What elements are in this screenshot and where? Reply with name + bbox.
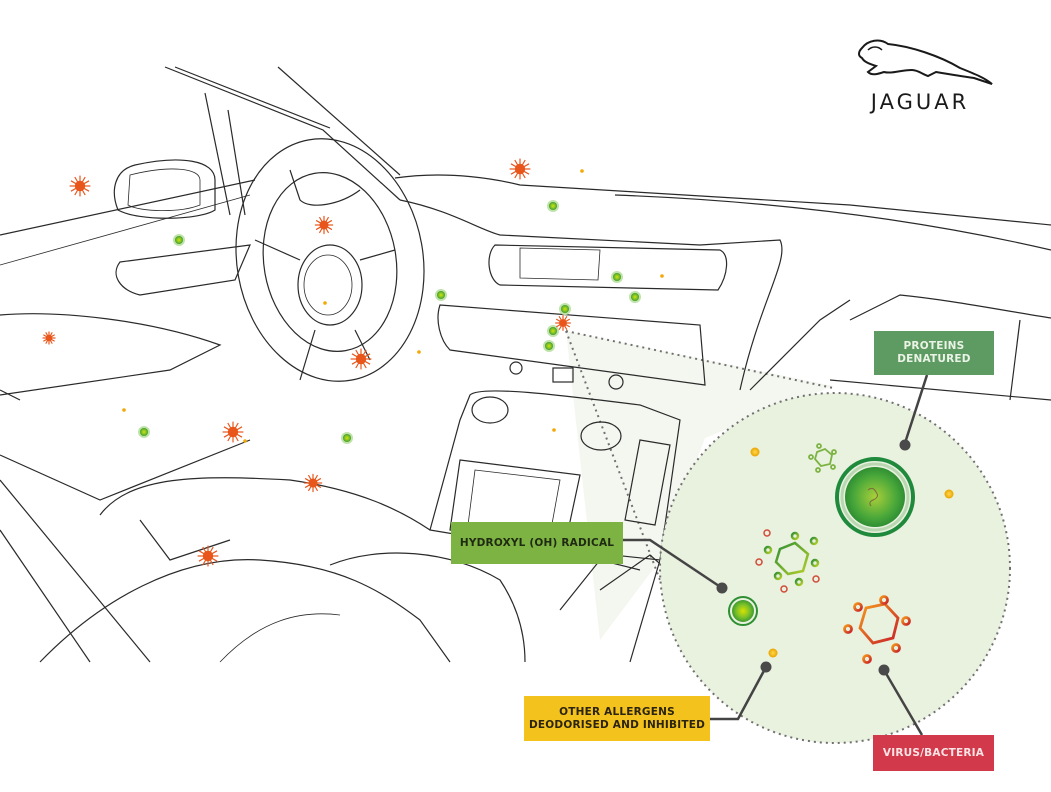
callout-hydroxyl-radical: HYDROXYL (OH) RADICAL xyxy=(451,522,623,564)
virus-star-particle xyxy=(350,348,372,370)
magnified-view-circle xyxy=(659,392,1011,744)
hydroxyl-particle xyxy=(611,271,623,283)
callout-connectors xyxy=(623,374,929,736)
scattered-allergen-particles xyxy=(122,169,664,443)
allergen-particles xyxy=(750,447,954,658)
callout-virus-bacteria: VIRUS/BACTERIA xyxy=(873,735,994,771)
allergen-dot xyxy=(660,274,664,278)
hydroxyl-particle xyxy=(341,432,353,444)
virus-star-particle xyxy=(314,215,334,235)
callout-virus-text: VIRUS/BACTERIA xyxy=(882,746,985,759)
jaguar-logo: JAGUAR xyxy=(840,36,1010,116)
brand-wordmark: JAGUAR xyxy=(870,90,970,114)
virus-star-particle xyxy=(197,545,219,567)
virus-star-particle xyxy=(42,331,56,345)
callout-proteins-denatured: PROTEINS DENATURED xyxy=(874,331,994,375)
callout-hydroxyl-text: HYDROXYL (OH) RADICAL xyxy=(459,536,615,549)
hydroxyl-particle xyxy=(138,426,150,438)
allergen-dot xyxy=(243,439,247,443)
allergen-dot xyxy=(323,301,327,305)
scattered-virus-particles xyxy=(42,158,571,567)
callout-allergens-line1: OTHER ALLERGENS xyxy=(559,705,675,718)
allergen-dot xyxy=(122,408,126,412)
denatured-protein-cell xyxy=(835,457,915,537)
virus-mixed-green-red xyxy=(763,531,820,587)
virus-large-red xyxy=(843,595,911,664)
leaping-jaguar-icon xyxy=(858,39,993,85)
callout-allergens-line2: DEODORISED AND INHIBITED xyxy=(529,718,705,731)
virus-star-particle xyxy=(303,473,323,493)
hydroxyl-particle xyxy=(547,325,559,337)
car-line-art xyxy=(0,66,1051,663)
scattered-hydroxyl-particles xyxy=(138,200,641,444)
callout-other-allergens: OTHER ALLERGENS DEODORISED AND INHIBITED xyxy=(524,696,710,741)
virus-star-particle xyxy=(555,315,571,331)
hydroxyl-particle xyxy=(629,291,641,303)
allergen-dot xyxy=(552,428,556,432)
hydroxyl-radical-particle xyxy=(728,596,758,626)
callout-proteins-line1: PROTEINS xyxy=(903,340,965,352)
hydroxyl-particle xyxy=(547,200,559,212)
virus-star-particle xyxy=(222,421,244,443)
hydroxyl-particle xyxy=(543,340,555,352)
allergen-dot xyxy=(417,350,421,354)
virus-star-particle xyxy=(69,175,91,197)
virus-small-stalks xyxy=(755,529,820,593)
hydroxyl-particle xyxy=(173,234,185,246)
callout-proteins-line2: DENATURED xyxy=(897,353,971,365)
hydroxyl-particle xyxy=(559,303,571,315)
virus-star-particle xyxy=(509,158,531,180)
virus-small-green xyxy=(808,443,837,473)
allergen-dot xyxy=(580,169,584,173)
hydroxyl-particle xyxy=(435,289,447,301)
